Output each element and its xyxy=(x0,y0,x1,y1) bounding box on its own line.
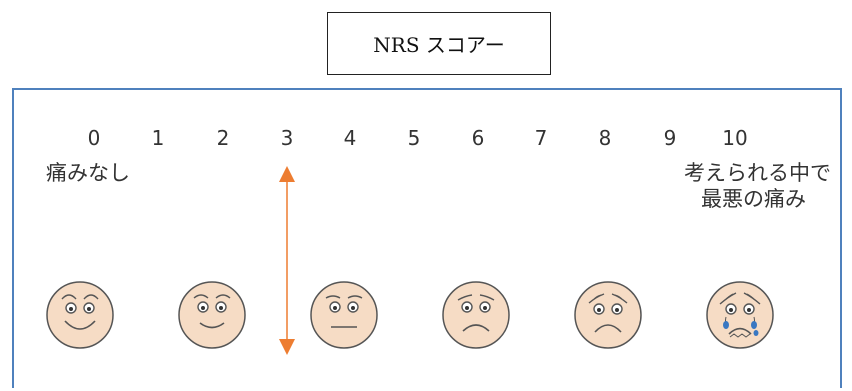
scale-number-4: 4 xyxy=(343,126,357,150)
worst-pain-label: 考えられる中で 最悪の痛み xyxy=(651,160,831,212)
worst-pain-label-line1: 考えられる中で xyxy=(684,161,831,185)
face-happy-icon xyxy=(178,281,246,349)
nrs-scale-panel xyxy=(12,88,842,388)
no-pain-label: 痛みなし xyxy=(46,161,130,185)
title-box: NRS スコアー xyxy=(327,12,551,75)
scale-number-2: 2 xyxy=(216,126,230,150)
scale-number-6: 6 xyxy=(471,126,485,150)
scale-number-5: 5 xyxy=(407,126,421,150)
scale-number-8: 8 xyxy=(598,126,612,150)
scale-number-7: 7 xyxy=(534,126,548,150)
scale-number-3: 3 xyxy=(280,126,294,150)
face-sad-icon xyxy=(442,281,510,349)
scale-number-9: 9 xyxy=(663,126,677,150)
worst-pain-label-line2: 最悪の痛み xyxy=(701,187,806,211)
double-arrow-icon xyxy=(279,166,295,355)
face-very-sad-icon xyxy=(574,281,642,349)
page-title: NRS スコアー xyxy=(373,33,505,57)
face-very-happy-icon xyxy=(46,281,114,349)
face-crying-icon xyxy=(706,281,774,349)
scale-number-0: 0 xyxy=(87,126,101,150)
face-neutral-icon xyxy=(310,281,378,349)
scale-number-10: 10 xyxy=(722,126,748,150)
scale-number-1: 1 xyxy=(151,126,165,150)
